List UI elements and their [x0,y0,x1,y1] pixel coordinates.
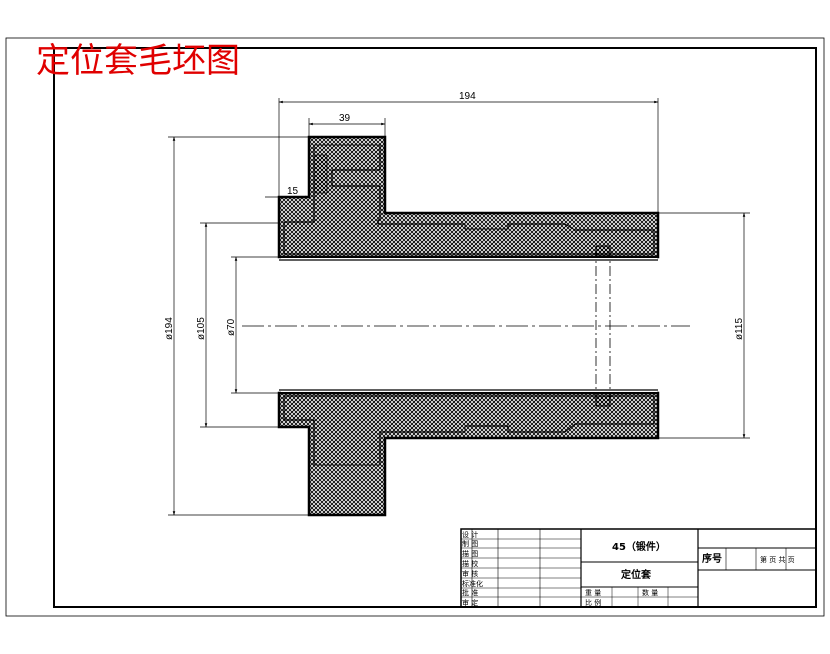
upper-finished-part [283,144,655,255]
tb-seq-label: 序号 [702,552,722,565]
dim-step: 15 [287,186,299,197]
tb-role-1: 设 计 [462,530,478,539]
tb-part-name: 定位套 [621,568,652,581]
tb-qty-label: 数 量 [642,588,658,597]
dim-dia-bore: ø70 [226,318,237,336]
tb-role-4: 描 校 [462,559,478,568]
upper-step-block [313,154,328,194]
dim-dia-105: ø105 [196,317,207,340]
tb-role-7: 批 准 [462,588,478,597]
tb-role-5: 审 核 [462,569,478,578]
tb-sheet-label: 第 页 共 页 [760,555,795,564]
dim-length-total: 194 [459,91,476,102]
tb-role-6: 标准化 [462,579,483,588]
tb-role-8: 审 定 [462,598,478,607]
drawing-title: 定位套毛坯图 [36,41,240,81]
title-block [460,528,817,608]
dim-dia-flange: ø194 [164,317,175,340]
dim-flange-width: 39 [339,113,351,124]
inner-border [53,47,817,608]
bore [281,258,657,392]
tb-role-2: 制 图 [462,539,478,548]
dim-dia-115: ø115 [734,318,745,340]
lower-finished-part [283,395,655,466]
outer-border [5,37,825,617]
tb-weight-label: 重 量 [585,589,601,597]
tb-material: 45（锻件） [612,540,666,553]
tb-role-3: 描 图 [462,549,478,558]
tb-scale-label: 比 例 [585,598,601,607]
part-section [242,135,690,517]
dimensions [168,98,750,516]
